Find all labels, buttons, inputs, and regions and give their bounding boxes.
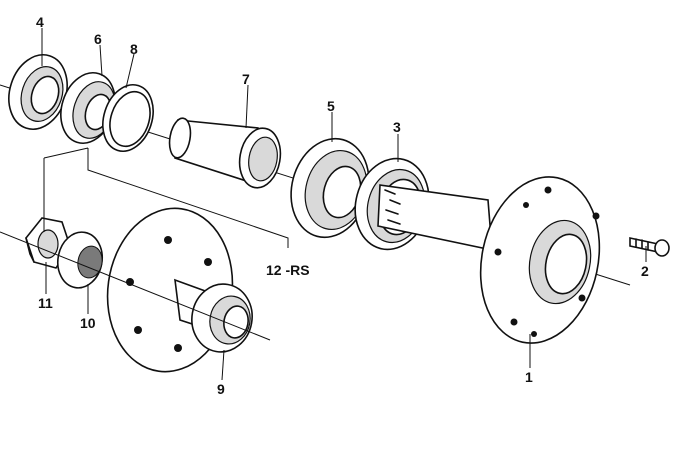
part-9-input-flange <box>106 207 253 373</box>
callout-3: 3 <box>393 119 401 135</box>
callout-5: 5 <box>327 98 335 114</box>
callout-11: 11 <box>38 295 53 311</box>
callout-9: 9 <box>217 381 225 397</box>
part-7-spacer-sleeve <box>168 117 282 189</box>
callout-12-rs: 12 -RS <box>266 262 310 278</box>
part-2-bolt <box>629 237 670 257</box>
part-1-output-flange <box>377 176 601 344</box>
callout-8: 8 <box>130 41 138 57</box>
part-5-bearing <box>290 137 370 239</box>
part-8-retaining-ring <box>102 84 154 152</box>
bracket-12-rs <box>43 147 289 248</box>
axis-line-lower <box>0 231 271 341</box>
callout-2: 2 <box>641 263 649 279</box>
callout-4: 4 <box>36 14 44 30</box>
leader-7 <box>245 84 249 129</box>
leader-6 <box>99 44 103 77</box>
part-4-shaft-seal <box>8 54 68 130</box>
callout-6: 6 <box>94 31 102 47</box>
callout-1: 1 <box>525 369 533 385</box>
callout-10: 10 <box>80 315 96 331</box>
callout-7: 7 <box>242 71 250 87</box>
leader-8 <box>125 53 135 89</box>
leader-9 <box>221 349 225 381</box>
